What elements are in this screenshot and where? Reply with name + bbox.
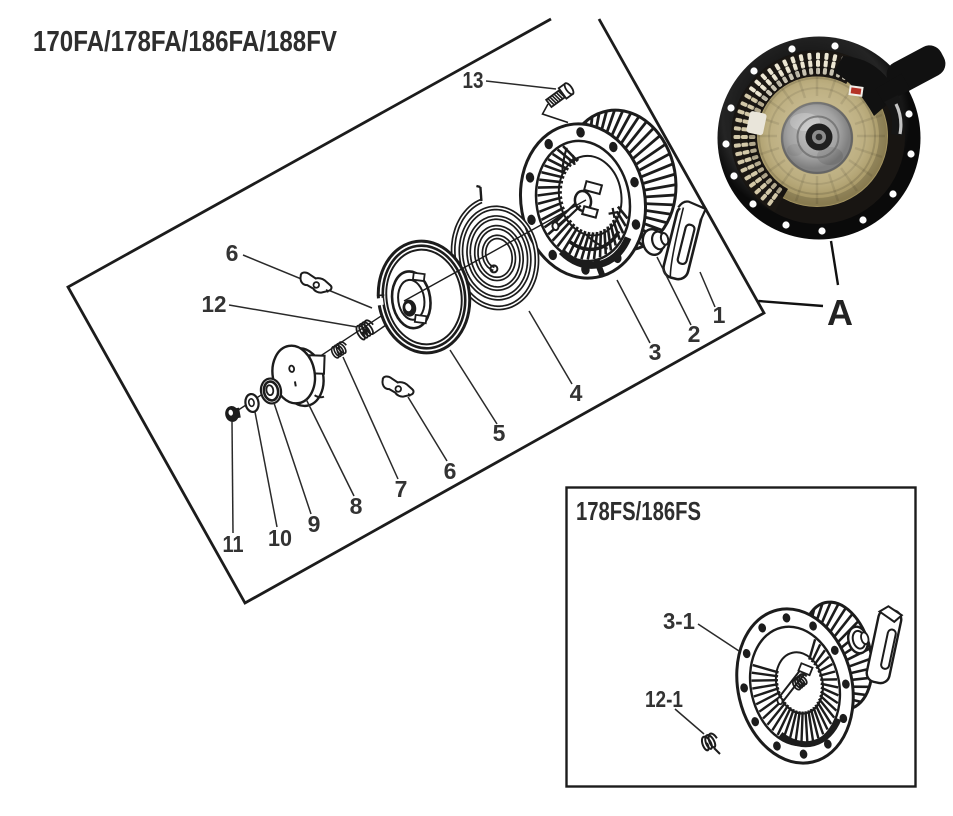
svg-text:2: 2	[688, 321, 701, 347]
svg-text:4: 4	[570, 380, 583, 406]
svg-text:A: A	[827, 292, 853, 333]
svg-text:5: 5	[493, 420, 506, 446]
svg-text:11: 11	[223, 531, 244, 557]
svg-text:6: 6	[226, 240, 239, 266]
svg-text:12-1: 12-1	[645, 686, 683, 712]
svg-text:1: 1	[713, 302, 726, 328]
svg-text:10: 10	[268, 525, 292, 551]
svg-text:7: 7	[395, 476, 408, 502]
svg-text:9: 9	[308, 511, 321, 537]
svg-text:170FA/178FA/186FA/188FV: 170FA/178FA/186FA/188FV	[33, 26, 338, 58]
svg-text:12: 12	[202, 291, 227, 317]
svg-text:8: 8	[350, 493, 363, 519]
svg-text:13: 13	[463, 67, 484, 93]
svg-text:178FS/186FS: 178FS/186FS	[576, 496, 701, 526]
svg-text:3-1: 3-1	[663, 608, 695, 634]
svg-text:6: 6	[444, 458, 457, 484]
svg-text:3: 3	[649, 339, 662, 365]
